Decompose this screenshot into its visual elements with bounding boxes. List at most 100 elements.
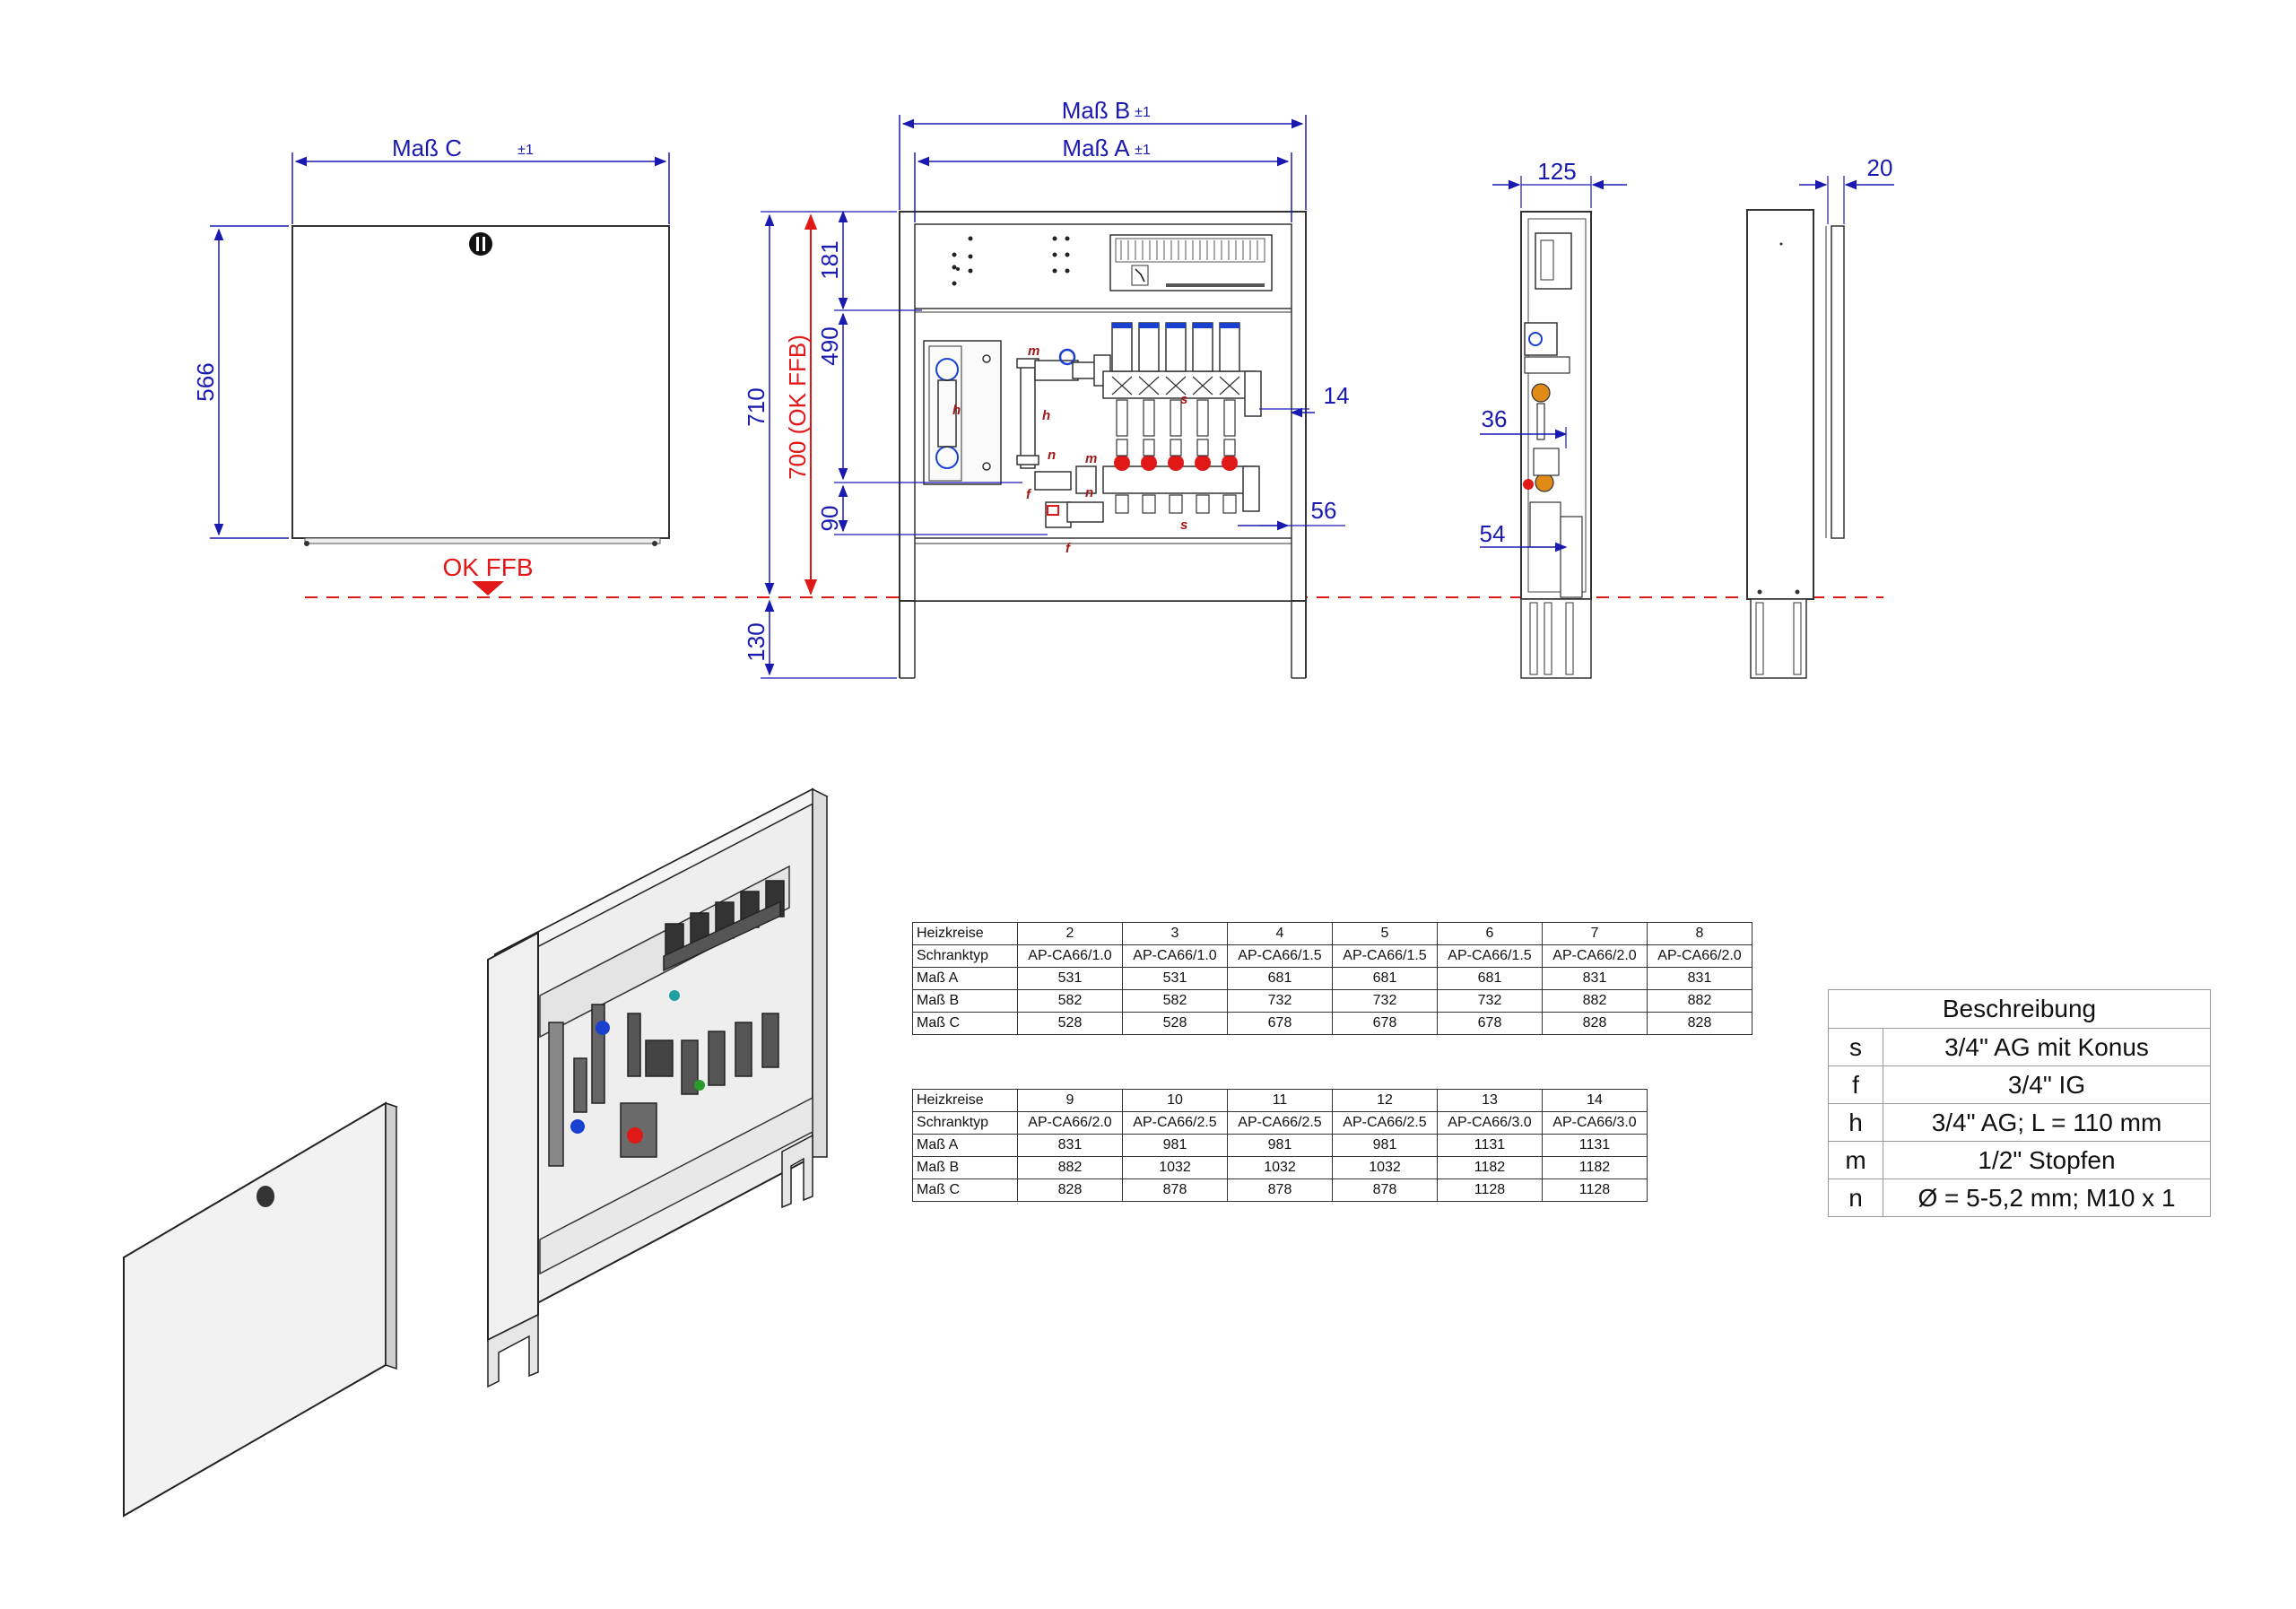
inner-width-tolerance: ±1 (1135, 143, 1151, 158)
table-cell: 828 (1647, 1012, 1752, 1035)
table-cell: 732 (1227, 989, 1333, 1013)
table-cell: 4 (1227, 922, 1333, 945)
table-cell: 878 (1227, 1178, 1333, 1202)
table-cell: 11 (1227, 1089, 1333, 1112)
table-cell: 681 (1227, 967, 1333, 990)
row-header: Schranktyp (912, 944, 1018, 968)
callout-n-bottom: n (1085, 485, 1093, 500)
front-width-tolerance: ±1 (517, 143, 534, 158)
controller-unit (1109, 234, 1273, 291)
legend-key: f (1828, 1065, 1883, 1104)
callout-m-top: m (1028, 344, 1039, 359)
side-dim-36: 36 (1482, 405, 1508, 432)
table-cell: 678 (1332, 1012, 1438, 1035)
table-cell: 1182 (1437, 1156, 1543, 1179)
table-cell: 681 (1332, 967, 1438, 990)
callout-h-pump: h (952, 403, 961, 418)
table-cell: 831 (1017, 1134, 1123, 1157)
table-cell: 878 (1122, 1178, 1228, 1202)
callout-f-bottom: f (1065, 541, 1072, 556)
table-cell: 5 (1332, 922, 1438, 945)
table-cell: 981 (1332, 1134, 1438, 1157)
outer-width-tolerance: ±1 (1135, 105, 1151, 120)
table-cell: 678 (1437, 1012, 1543, 1035)
door-lock-icon (469, 232, 492, 256)
callout-h-pipe: h (1042, 408, 1050, 423)
table-cell: 681 (1437, 967, 1543, 990)
callout-n: n (1048, 448, 1056, 463)
callout-s-bottom: s (1180, 517, 1187, 533)
dim-56: 56 (1311, 497, 1337, 524)
iso-door-panel (123, 1101, 387, 1518)
table-cell: 1032 (1122, 1156, 1228, 1179)
side-dim-54: 54 (1480, 520, 1506, 547)
table-cell: AP-CA66/2.5 (1332, 1111, 1438, 1135)
table-cell: 831 (1542, 967, 1648, 990)
outer-width-label: Maß B (1062, 97, 1131, 124)
table-cell: 1182 (1542, 1156, 1648, 1179)
floor-marker-label: OK FFB (442, 553, 533, 581)
table-cell: 528 (1017, 1012, 1123, 1035)
main-view: m h h n m f n f s s Maß B ±1 Maß A ±1 71… (743, 97, 1349, 679)
front-height-label: 566 (192, 362, 219, 401)
row-header: Heizkreise (912, 1089, 1018, 1112)
table-cell: 582 (1017, 989, 1123, 1013)
table-cell: 10 (1122, 1089, 1228, 1112)
floor-marker-triangle-icon (472, 581, 504, 596)
table-cell: 882 (1647, 989, 1752, 1013)
front-door-panel (291, 225, 670, 539)
table-cell: 14 (1542, 1089, 1648, 1112)
legend-key: s (1828, 1028, 1883, 1066)
table-cell: 678 (1227, 1012, 1333, 1035)
side-view: 125 36 54 (1480, 158, 1627, 679)
pump-bracket (923, 340, 1002, 485)
table-cell: 732 (1437, 989, 1543, 1013)
legend-key: n (1828, 1178, 1883, 1217)
callout-f-left: f (1026, 487, 1032, 502)
table-cell: 1131 (1542, 1134, 1648, 1157)
table-cell: 828 (1542, 1012, 1648, 1035)
row-header: Maß C (912, 1012, 1018, 1035)
table-cell: 1131 (1437, 1134, 1543, 1157)
supply-manifold (1102, 322, 1257, 399)
table-cell: AP-CA66/2.0 (1017, 1111, 1123, 1135)
table-cell: AP-CA66/1.5 (1437, 944, 1543, 968)
table-cell: 13 (1437, 1089, 1543, 1112)
table-cell: 531 (1122, 967, 1228, 990)
table-cell: 6 (1437, 922, 1543, 945)
callout-s-top: s (1180, 392, 1187, 407)
return-manifold (1102, 370, 1262, 514)
dim-181: 181 (816, 240, 843, 279)
table-cell: AP-CA66/3.0 (1542, 1111, 1648, 1135)
table-cell: AP-CA66/1.5 (1332, 944, 1438, 968)
dim-90: 90 (816, 506, 843, 532)
table-cell: 7 (1542, 922, 1648, 945)
side-depth-label: 125 (1537, 158, 1576, 185)
table-cell: AP-CA66/2.0 (1542, 944, 1648, 968)
table-cell: 9 (1017, 1089, 1123, 1112)
row-header: Maß A (912, 967, 1018, 990)
table-cell: AP-CA66/2.5 (1122, 1111, 1228, 1135)
table-cell: AP-CA66/2.0 (1647, 944, 1752, 968)
table-cell: 1032 (1332, 1156, 1438, 1179)
dim-490: 490 (816, 326, 843, 365)
table-cell: 8 (1647, 922, 1752, 945)
table-cell: 2 (1017, 922, 1123, 945)
dim-710: 710 (743, 387, 770, 426)
table-cell: 531 (1017, 967, 1123, 990)
